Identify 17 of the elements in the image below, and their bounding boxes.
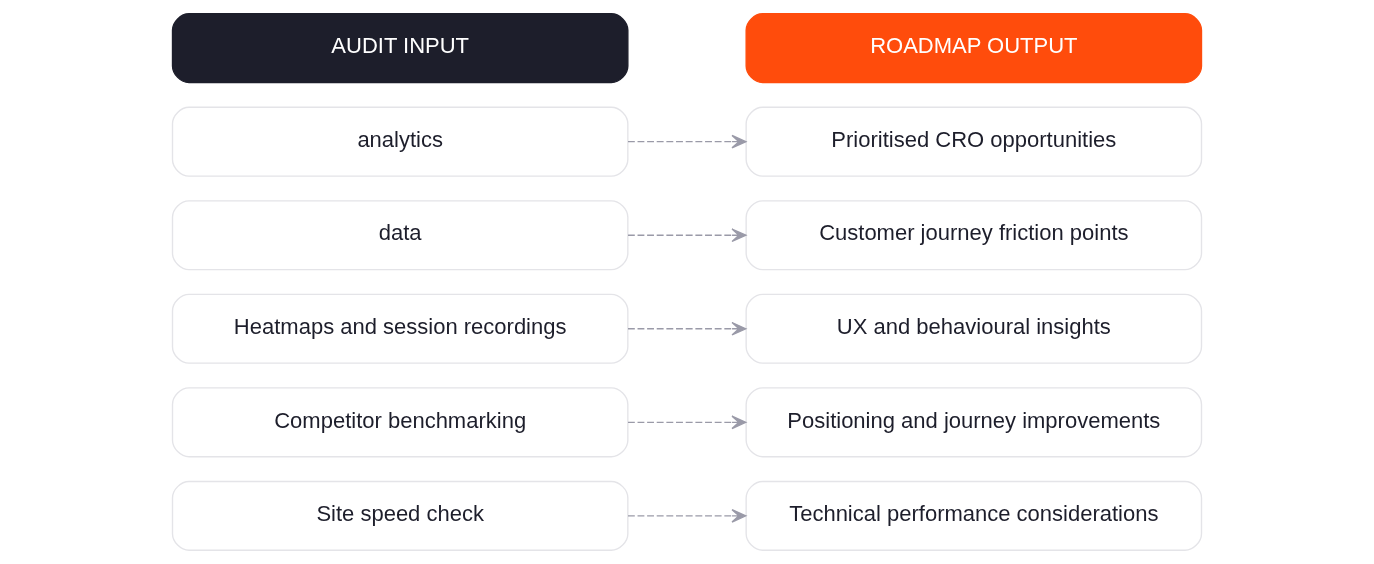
node-box: ROADMAP OUTPUT (745, 13, 1203, 84)
node-box: UX and behavioural insights (745, 293, 1203, 364)
node-box: Positioning and journey improvements (745, 387, 1203, 458)
arrow (627, 228, 747, 243)
node-box: analytics (171, 106, 629, 177)
node-box: AUDIT INPUT (171, 13, 629, 84)
node-box: Prioritised CRO opportunities (745, 106, 1203, 177)
node-box: Technical performance considerations (745, 480, 1203, 551)
node-box: Site speed check (171, 480, 629, 551)
arrow (627, 321, 747, 336)
node-box: Heatmaps and session recordings (171, 293, 629, 364)
arrow (627, 415, 747, 430)
arrow (627, 509, 747, 523)
arrow (627, 134, 747, 149)
node-box: Competitor benchmarking (171, 387, 629, 458)
node-box: data (171, 200, 629, 271)
node-box: Customer journey friction points (745, 200, 1203, 271)
